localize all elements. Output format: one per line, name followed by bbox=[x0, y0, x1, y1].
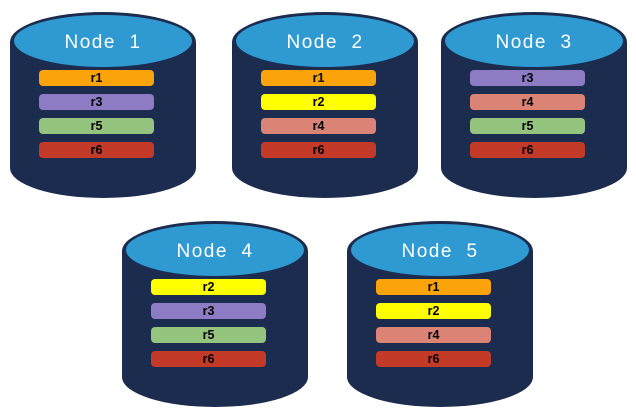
partition-bar: r6 bbox=[470, 142, 585, 158]
node-title: Node 5 bbox=[401, 241, 479, 262]
partition-bar: r4 bbox=[376, 327, 491, 343]
partition-bar: r4 bbox=[470, 94, 585, 110]
node-title: Node 2 bbox=[286, 32, 364, 53]
db-node-5: Node 5 r1 r2 r4 r6 bbox=[347, 221, 533, 407]
db-node-1: Node 1 r1 r3 r5 r6 bbox=[10, 12, 196, 198]
partition-bar: r5 bbox=[151, 327, 266, 343]
partition-list: r1 r3 r5 r6 bbox=[39, 70, 154, 166]
partition-bar: r6 bbox=[151, 351, 266, 367]
partition-bar: r6 bbox=[261, 142, 376, 158]
partition-bar: r5 bbox=[39, 118, 154, 134]
db-node-3: Node 3 r3 r4 r5 r6 bbox=[441, 12, 627, 198]
node-title: Node 1 bbox=[64, 32, 142, 53]
partition-bar: r3 bbox=[151, 303, 266, 319]
cylinder-top-ellipse: Node 1 bbox=[14, 15, 192, 67]
partition-bar: r1 bbox=[261, 70, 376, 86]
db-node-2: Node 2 r1 r2 r4 r6 bbox=[232, 12, 418, 198]
partition-bar: r2 bbox=[151, 279, 266, 295]
node-title: Node 3 bbox=[495, 32, 573, 53]
partition-bar: r4 bbox=[261, 118, 376, 134]
partition-bar: r2 bbox=[261, 94, 376, 110]
partition-list: r3 r4 r5 r6 bbox=[470, 70, 585, 166]
partition-list: r2 r3 r5 r6 bbox=[151, 279, 266, 375]
partition-bar: r1 bbox=[39, 70, 154, 86]
cylinder-top-ellipse: Node 2 bbox=[236, 15, 414, 67]
cylinder-top-ellipse: Node 3 bbox=[445, 15, 623, 67]
partition-list: r1 r2 r4 r6 bbox=[261, 70, 376, 166]
partition-bar: r6 bbox=[376, 351, 491, 367]
partition-bar: r3 bbox=[39, 94, 154, 110]
partition-bar: r5 bbox=[470, 118, 585, 134]
partition-bar: r3 bbox=[470, 70, 585, 86]
partition-bar: r1 bbox=[376, 279, 491, 295]
partition-list: r1 r2 r4 r6 bbox=[376, 279, 491, 375]
db-node-4: Node 4 r2 r3 r5 r6 bbox=[122, 221, 308, 407]
cylinder-top-ellipse: Node 5 bbox=[351, 224, 529, 276]
partition-bar: r6 bbox=[39, 142, 154, 158]
node-title: Node 4 bbox=[176, 241, 254, 262]
partition-bar: r2 bbox=[376, 303, 491, 319]
cylinder-top-ellipse: Node 4 bbox=[126, 224, 304, 276]
